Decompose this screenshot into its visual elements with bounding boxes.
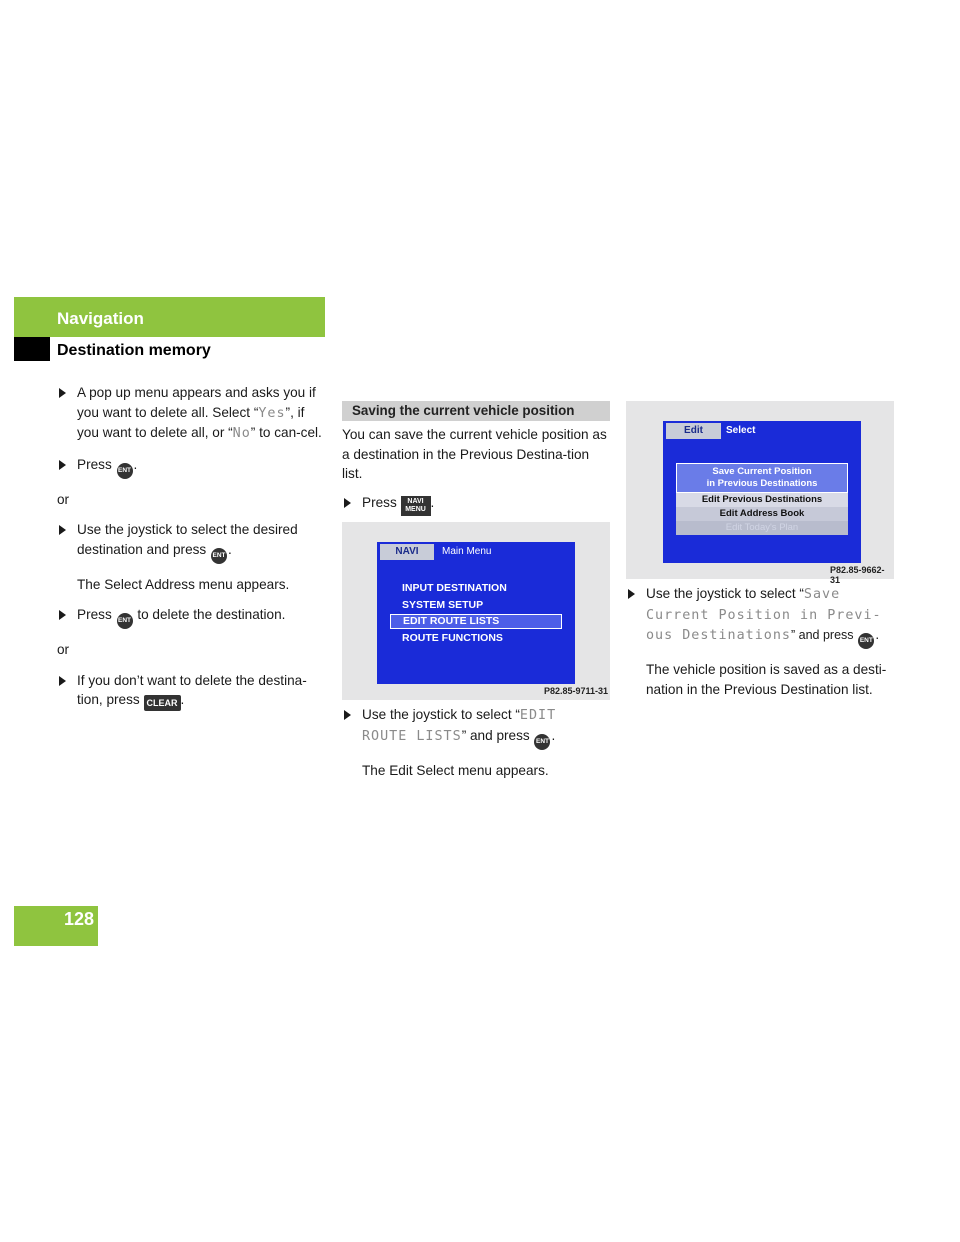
- menu-item-selected: EDIT ROUTE LISTS: [390, 614, 562, 629]
- instruction-select-destination: Use the joystick to select the desired d…: [57, 520, 327, 564]
- result-text: The vehicle position is saved as a desti…: [646, 662, 887, 697]
- header-bar: [14, 297, 325, 337]
- menu-option-code: Save Current Position in Previ-ous Desti…: [646, 587, 882, 643]
- intro-text: You can save the current vehicle positio…: [342, 427, 607, 481]
- menu-item-disabled: Edit Today's Plan: [676, 521, 848, 535]
- tab-select: Select: [726, 425, 756, 436]
- instruction-press-ent: Press ENT.: [57, 455, 327, 479]
- subsection-title: Destination memory: [57, 342, 211, 359]
- section-title: Navigation: [57, 309, 144, 328]
- column-3: Use the joystick to select “Save Current…: [626, 584, 896, 710]
- page-number: 128: [63, 909, 94, 929]
- section-heading-bar: [342, 401, 610, 421]
- ent-key-icon: ENT: [116, 613, 133, 629]
- tab-edit: Edit: [666, 423, 721, 439]
- screen: [377, 542, 575, 684]
- column-2-intro: You can save the current vehicle positio…: [342, 425, 610, 527]
- ent-key-icon: ENT: [534, 733, 551, 750]
- menu-item: SYSTEM SETUP: [402, 599, 484, 611]
- clear-key-icon: CLEAR: [143, 695, 181, 711]
- menu-item: INPUT DESTINATION: [402, 582, 507, 594]
- column-1: A pop up menu appears and asks you if yo…: [57, 383, 327, 722]
- ent-key-icon: ENT: [858, 633, 875, 649]
- figure-reference: P82.85-9662-31: [830, 565, 885, 585]
- header-marker-block: [14, 337, 50, 361]
- instruction-select-edit-route-lists: Use the joystick to select “EDIT ROUTE L…: [342, 705, 610, 750]
- tab-navi: NAVI: [380, 544, 434, 560]
- result-text: The Select Address menu appears.: [77, 576, 290, 592]
- option-yes: Yes: [258, 405, 286, 421]
- or-text: or: [57, 491, 70, 507]
- column-2-after: Use the joystick to select “EDIT ROUTE L…: [342, 705, 610, 791]
- ent-key-icon: ENT: [116, 462, 133, 479]
- menu-item: ROUTE FUNCTIONS: [402, 632, 503, 644]
- instruction-select-save-position: Use the joystick to select “Save Current…: [626, 584, 896, 649]
- instruction-press-ent-delete: Press ENT to delete the destination.: [57, 605, 327, 629]
- or-text: or: [57, 642, 70, 657]
- option-no: No: [232, 426, 251, 441]
- instruction-press-clear: If you don’t want to delete the destina-…: [57, 671, 327, 711]
- menu-item: Edit Address Book: [676, 507, 848, 521]
- instruction-delete-all: A pop up menu appears and asks you if yo…: [57, 383, 327, 444]
- main-menu-screenshot: NAVI Main Menu INPUT DESTINATION SYSTEM …: [342, 522, 610, 700]
- figure-reference: P82.85-9711-31: [544, 686, 609, 696]
- ent-key-icon: ENT: [211, 547, 228, 564]
- page-number-box: [14, 906, 98, 946]
- menu-option-code: EDIT ROUTE LISTS: [362, 708, 557, 744]
- section-heading: Saving the current vehicle position: [352, 403, 575, 418]
- menu-item: Edit Previous Destinations: [676, 493, 848, 507]
- result-text: The Edit Select menu appears.: [362, 762, 549, 778]
- tab-main-menu: Main Menu: [442, 546, 492, 557]
